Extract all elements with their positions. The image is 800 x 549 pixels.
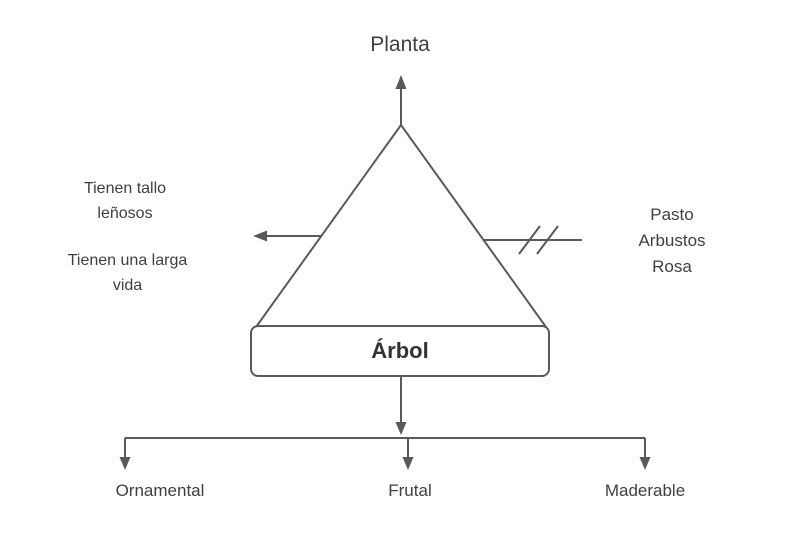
branch-connector — [119, 437, 651, 470]
arrow-up-icon — [395, 75, 407, 126]
right-item-pasto: Pasto — [650, 205, 694, 224]
child-label-maderable: Maderable — [604, 481, 686, 500]
left-note-2: Tienen una larga vida — [67, 252, 188, 294]
child-label-ornamental: Ornamental — [115, 481, 205, 500]
arrow-left-icon — [253, 230, 321, 242]
barred-line-icon — [484, 225, 582, 255]
arbol-node: Árbol — [250, 325, 550, 377]
right-items-list: Pasto Arbustos Rosa — [612, 202, 732, 280]
arbol-node-label: Árbol — [371, 338, 429, 363]
top-node-label: Planta — [370, 33, 430, 56]
arrow-down-icon — [395, 377, 407, 435]
triangle-shape — [254, 123, 548, 328]
right-item-arbustos: Arbustos — [638, 231, 706, 250]
child-label-frutal: Frutal — [388, 481, 432, 500]
right-item-rosa: Rosa — [652, 257, 692, 276]
left-note-1: Tienen tallo leñosos — [83, 180, 167, 222]
